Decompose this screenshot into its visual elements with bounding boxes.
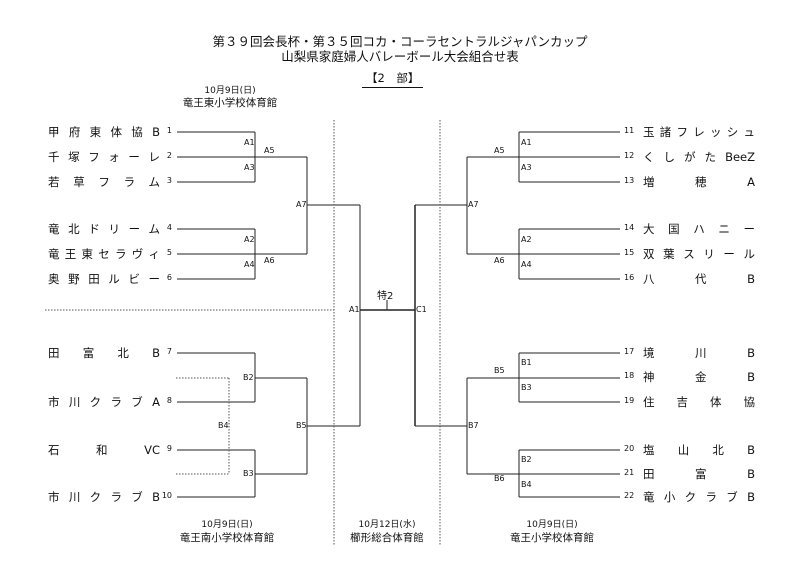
match-label: B3 — [521, 383, 532, 392]
venue-place-top-left: 竜王東小学校体育館 — [182, 97, 278, 109]
team-number: 12 — [624, 151, 635, 160]
team-number: 14 — [624, 223, 635, 232]
team-number: 21 — [624, 468, 635, 477]
match-label: B5 — [296, 421, 307, 430]
match-label: A2 — [244, 235, 255, 244]
team-name: 若草フラム — [48, 175, 160, 189]
match-label: A2 — [521, 235, 532, 244]
venue-date-bottom-right: 10月9日(日) — [526, 520, 578, 530]
match-label: C1 — [416, 305, 427, 314]
team-number: 20 — [624, 444, 635, 453]
team-number: 4 — [166, 223, 172, 232]
team-name: 神金B — [643, 370, 755, 384]
match-label: A6 — [264, 256, 275, 265]
match-label: A5 — [264, 146, 275, 155]
team-name: 塩山北B — [643, 443, 755, 457]
match-label: A5 — [494, 146, 505, 155]
match-label: B4 — [521, 480, 532, 489]
match-label: A4 — [521, 260, 532, 269]
division-label: 【2 部】 — [362, 70, 424, 88]
match-label: A3 — [244, 163, 255, 172]
team-name: 玉諸フレッシュ — [643, 125, 755, 139]
team-number: 5 — [166, 248, 172, 257]
match-label: B7 — [468, 421, 479, 430]
match-label: A1 — [349, 305, 360, 314]
team-name: 田富北B — [48, 346, 160, 360]
match-label: B6 — [494, 474, 505, 483]
match-label: B2 — [521, 455, 532, 464]
team-name: 増穂A — [643, 175, 755, 189]
team-name: 竜北ドリーム — [48, 222, 160, 236]
match-label: A4 — [244, 260, 255, 269]
match-label: B5 — [494, 366, 505, 375]
match-label: A3 — [521, 163, 532, 172]
team-number: 9 — [166, 444, 172, 453]
venue-date-bottom-left: 10月9日(日) — [201, 520, 253, 530]
team-number: 19 — [624, 396, 635, 405]
team-number: 1 — [166, 126, 172, 135]
team-name: 市川クラブA — [48, 395, 160, 409]
team-name: 石和VC — [48, 443, 160, 457]
team-number: 11 — [624, 126, 635, 135]
team-name: 竜小クラブB — [643, 490, 755, 504]
title-line-1: 第３９回会長杯・第３５回コカ・コーラセントラルジャパンカップ — [212, 34, 588, 49]
match-label: B1 — [521, 358, 532, 367]
team-name: 竜王東セラヴィ — [48, 247, 160, 261]
team-name: 八代B — [643, 272, 755, 286]
match-label: B2 — [243, 373, 254, 382]
team-name: 千塚フォーレ — [48, 150, 160, 164]
team-name: 大国ハニー — [643, 222, 755, 236]
match-label: A1 — [521, 138, 532, 147]
team-number: 15 — [624, 248, 635, 257]
team-number: 13 — [624, 176, 635, 185]
team-name: 双葉スリール — [643, 247, 755, 261]
team-name: 奥野田ルビー — [48, 272, 160, 286]
venue-date-bottom-center: 10月12日(水) — [358, 520, 416, 530]
venue-date-top-left: 10月9日(日) — [204, 86, 256, 96]
match-label: B4 — [218, 421, 229, 430]
venue-place-bottom-left: 竜王南小学校体育館 — [179, 532, 275, 544]
team-number: 7 — [166, 347, 172, 356]
team-number: 17 — [624, 347, 635, 356]
team-name: 甲府東体協B — [48, 125, 160, 139]
team-number: 6 — [166, 273, 172, 282]
team-name: 住吉体協 — [643, 395, 755, 409]
match-label: A6 — [494, 256, 505, 265]
team-number: 10 — [161, 491, 172, 500]
match-label: B3 — [243, 469, 254, 478]
match-label: A1 — [244, 138, 255, 147]
match-label: A7 — [468, 200, 479, 209]
venue-place-bottom-center: 櫛形総合体育館 — [350, 532, 424, 544]
team-number: 8 — [166, 396, 172, 405]
team-name: くしがたBeeZ — [643, 150, 755, 164]
team-number: 22 — [624, 491, 635, 500]
team-number: 16 — [624, 273, 635, 282]
title-line-2: 山梨県家庭婦人バレーボール大会組合せ表 — [281, 49, 519, 64]
team-name: 田富B — [643, 467, 755, 481]
team-name: 境川B — [643, 346, 755, 360]
team-name: 市川クラブB — [48, 490, 160, 504]
match-label: 特2 — [377, 291, 394, 302]
match-label: A7 — [296, 200, 307, 209]
team-number: 3 — [166, 176, 172, 185]
team-number: 18 — [624, 371, 635, 380]
team-number: 2 — [166, 151, 172, 160]
venue-place-bottom-right: 竜王小学校体育館 — [510, 532, 594, 544]
